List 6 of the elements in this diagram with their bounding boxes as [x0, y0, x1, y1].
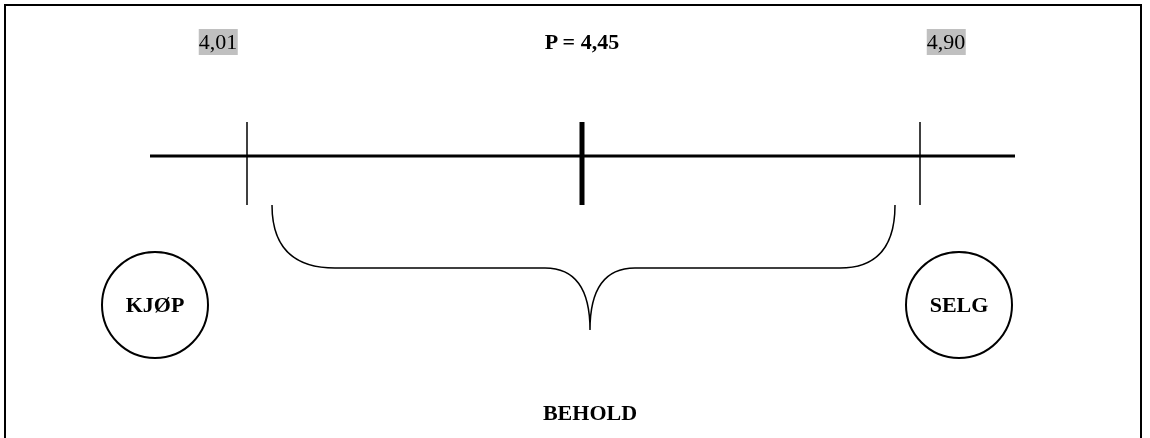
range-label: BEHOLD [542, 400, 638, 426]
node-label: KJØP [125, 292, 185, 318]
tick-value: 4,90 [926, 29, 966, 55]
node-label: SELG [929, 292, 989, 318]
tick-value: 4,01 [198, 29, 238, 55]
price-label: P = 4,45 [544, 29, 620, 55]
